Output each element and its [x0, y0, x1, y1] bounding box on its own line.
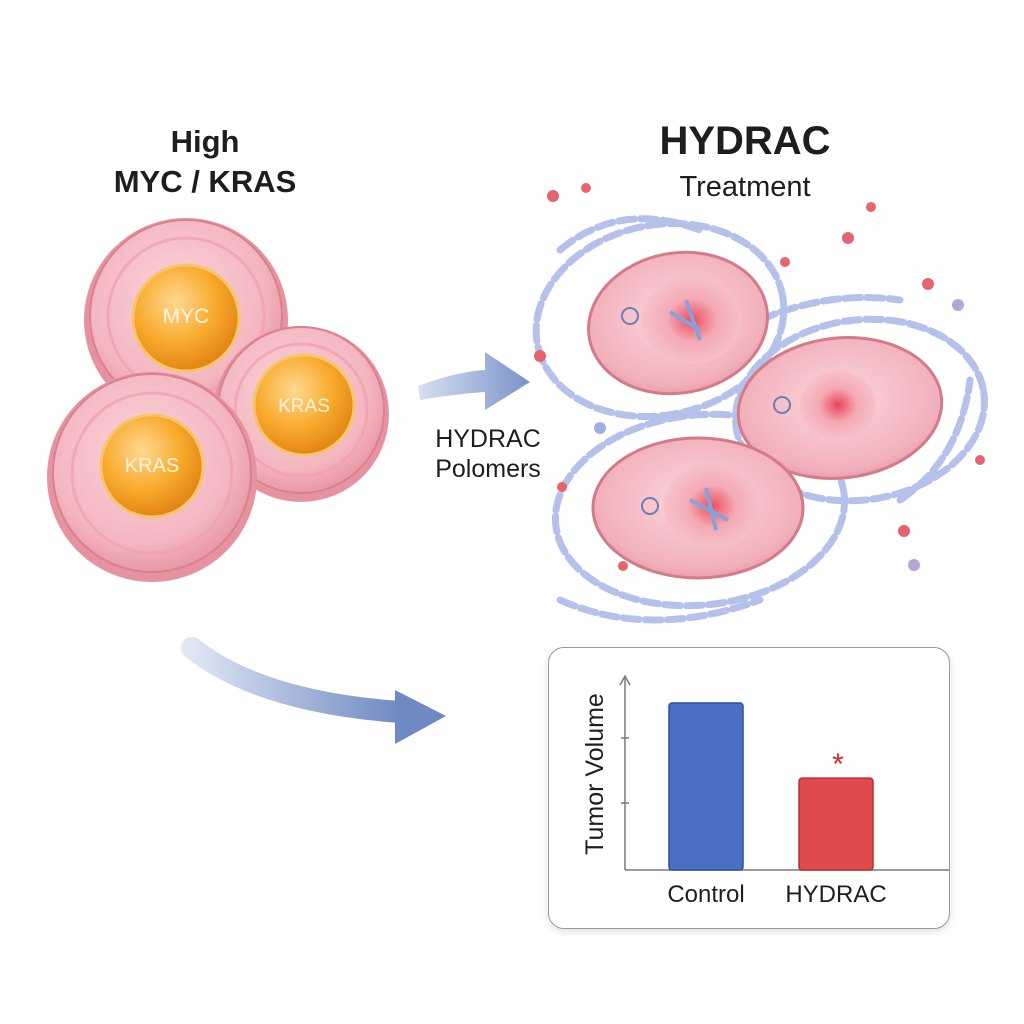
polymer-chains: [532, 215, 988, 624]
x-tick-label-hydrac: HYDRAC: [785, 881, 886, 908]
bar-hydrac: [798, 777, 874, 871]
y-axis-arrow: [619, 674, 631, 686]
treated-cell-bottom: [591, 436, 805, 580]
arrow-to-treatment: [418, 352, 530, 410]
arrow-label: HYDRAC Polomers: [408, 424, 568, 484]
arrow-label-line1: HYDRAC: [435, 425, 541, 453]
cell-cluster-untreated: [47, 218, 389, 582]
right-subtitle: Treatment: [679, 171, 811, 203]
arrow-label-line2: Polomers: [435, 455, 541, 483]
chart-svg: Tumor Volume Control HYDRAC *: [581, 674, 949, 908]
nucleus-label-kras-left: KRAS: [124, 455, 180, 477]
nucleus-label-kras-right: KRAS: [278, 396, 330, 417]
right-title: HYDRAC: [659, 119, 831, 163]
left-title-line1: High: [170, 124, 240, 159]
tumor-volume-chart: Tumor Volume Control HYDRAC *: [548, 647, 950, 929]
left-title: High MYC / KRAS: [80, 122, 330, 202]
cell-kras-left: [47, 372, 257, 582]
nucleus-label-myc: MYC: [162, 305, 210, 328]
y-axis-label: Tumor Volume: [581, 693, 609, 855]
bars-layer: Control HYDRAC *: [667, 702, 887, 908]
significance-star: *: [832, 748, 844, 781]
bar-control: [668, 702, 744, 871]
treated-cell-top: [587, 250, 769, 396]
floating-molecules: [534, 183, 985, 571]
x-tick-label-control: Control: [667, 881, 744, 908]
treated-cell-cluster: [532, 183, 988, 624]
treated-cell-right: [736, 336, 944, 480]
left-title-line2: MYC / KRAS: [113, 164, 297, 199]
arrow-to-chart: [181, 637, 446, 744]
